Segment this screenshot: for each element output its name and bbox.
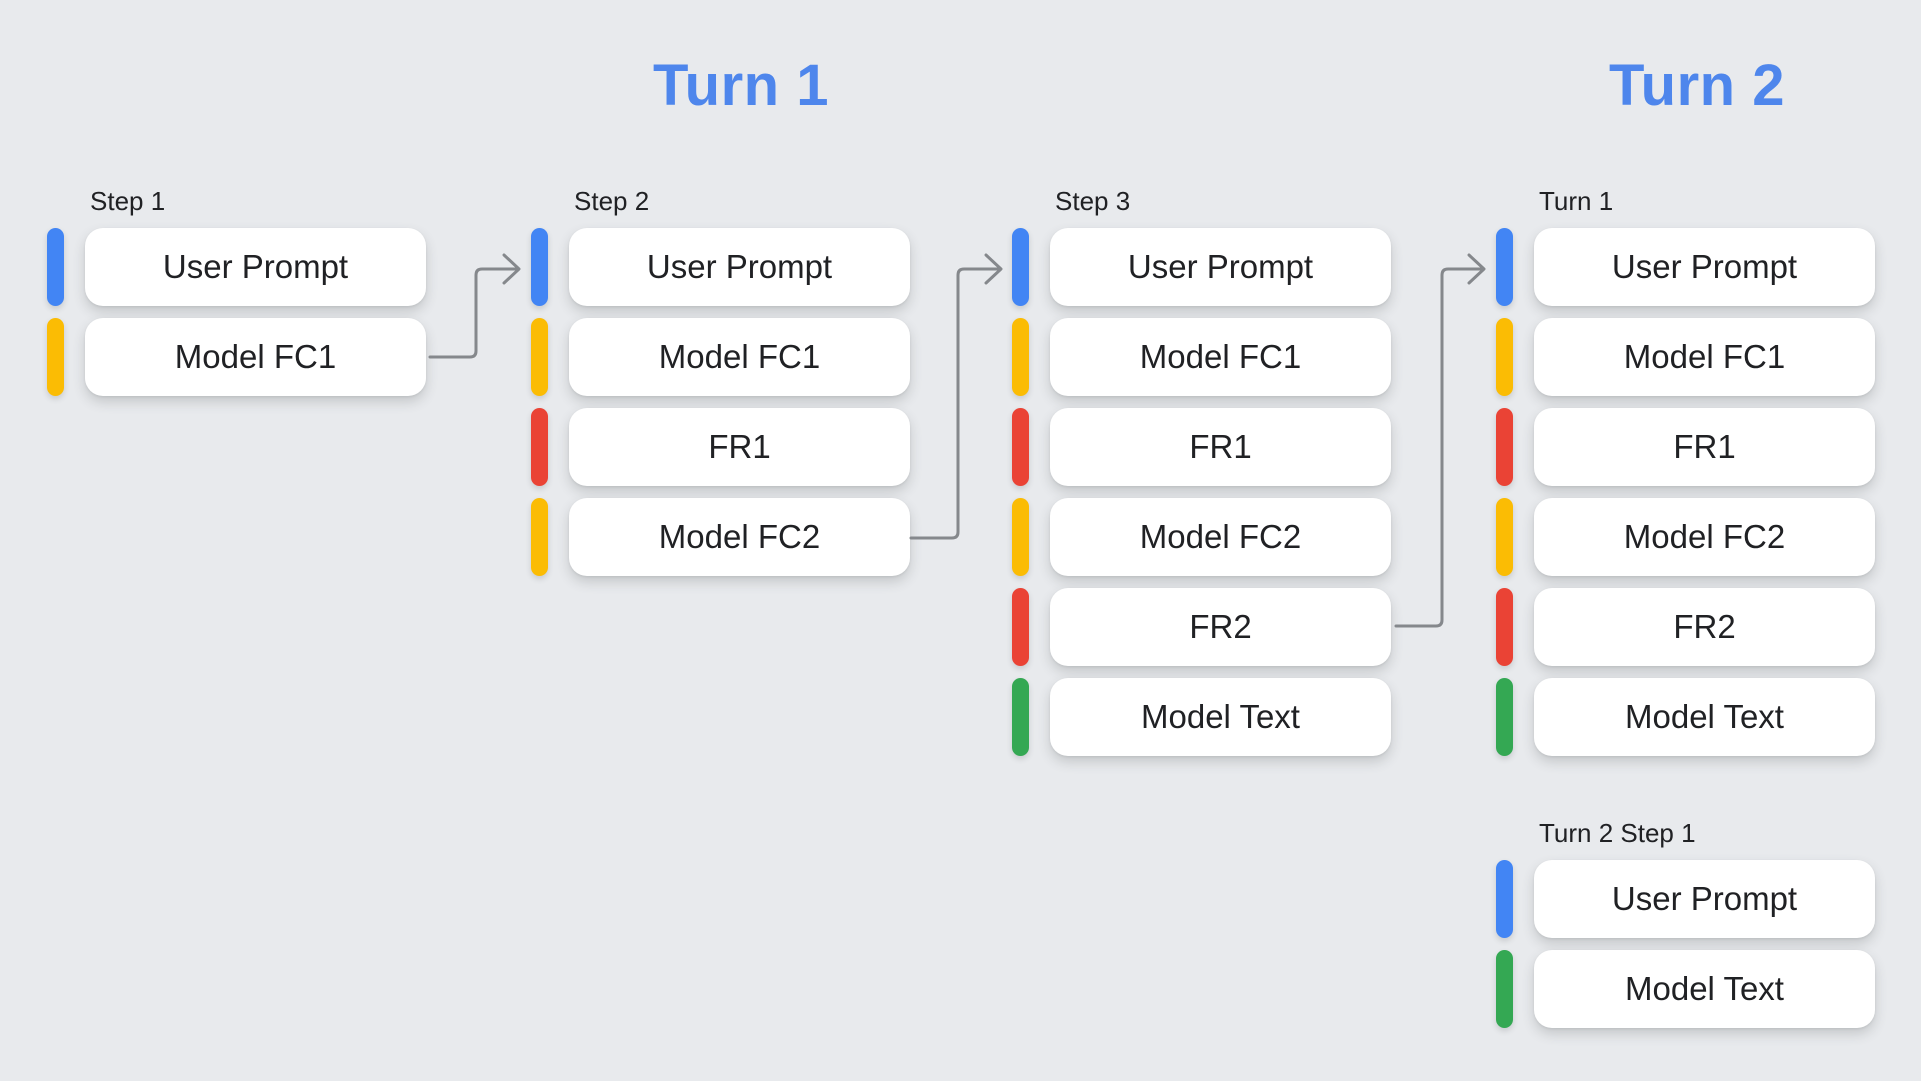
card-fr2: FR2 (1534, 588, 1875, 666)
arrow-step3-to-turn1 (1394, 253, 1486, 628)
card-user-prompt: User Prompt (569, 228, 910, 306)
model-text-color-bar (1496, 678, 1513, 756)
card-model-fc1: Model FC1 (569, 318, 910, 396)
card-fr1: FR1 (1534, 408, 1875, 486)
card-fr1: FR1 (569, 408, 910, 486)
arrow-step2-to-step3 (909, 253, 1003, 540)
card-fr2: FR2 (1050, 588, 1391, 666)
group-label-step3: Step 3 (1055, 186, 1131, 216)
model-fc-color-bar (1496, 498, 1513, 576)
group-label-step2: Step 2 (574, 186, 650, 216)
function-response-color-bar (1496, 408, 1513, 486)
card-user-prompt: User Prompt (1050, 228, 1391, 306)
user-prompt-color-bar (1496, 228, 1513, 306)
model-fc-color-bar (1012, 318, 1029, 396)
model-fc-color-bar (1012, 498, 1029, 576)
function-response-color-bar (1012, 588, 1029, 666)
user-prompt-color-bar (531, 228, 548, 306)
function-response-color-bar (1496, 588, 1513, 666)
model-fc-color-bar (47, 318, 64, 396)
user-prompt-color-bar (1012, 228, 1029, 306)
model-fc-color-bar (531, 318, 548, 396)
card-model-fc2: Model FC2 (569, 498, 910, 576)
card-model-fc1: Model FC1 (1534, 318, 1875, 396)
user-prompt-color-bar (1496, 860, 1513, 938)
card-model-fc2: Model FC2 (1534, 498, 1875, 576)
card-fr1: FR1 (1050, 408, 1391, 486)
turn-2-title: Turn 2 (1609, 53, 1785, 118)
card-user-prompt: User Prompt (85, 228, 426, 306)
card-model-text: Model Text (1534, 678, 1875, 756)
card-model-fc1: Model FC1 (85, 318, 426, 396)
card-user-prompt: User Prompt (1534, 228, 1875, 306)
function-response-color-bar (1012, 408, 1029, 486)
model-text-color-bar (1496, 950, 1513, 1028)
model-fc-color-bar (1496, 318, 1513, 396)
group-label-turn2-step1: Turn 2 Step 1 (1539, 818, 1696, 848)
card-model-fc1: Model FC1 (1050, 318, 1391, 396)
card-model-text: Model Text (1050, 678, 1391, 756)
model-text-color-bar (1012, 678, 1029, 756)
card-model-text: Model Text (1534, 950, 1875, 1028)
card-user-prompt: User Prompt (1534, 860, 1875, 938)
group-label-turn1: Turn 1 (1539, 186, 1614, 216)
turn-1-title: Turn 1 (653, 53, 829, 118)
model-fc-color-bar (531, 498, 548, 576)
function-response-color-bar (531, 408, 548, 486)
group-label-step1: Step 1 (90, 186, 166, 216)
user-prompt-color-bar (47, 228, 64, 306)
arrow-step1-to-step2 (428, 253, 521, 359)
card-model-fc2: Model FC2 (1050, 498, 1391, 576)
